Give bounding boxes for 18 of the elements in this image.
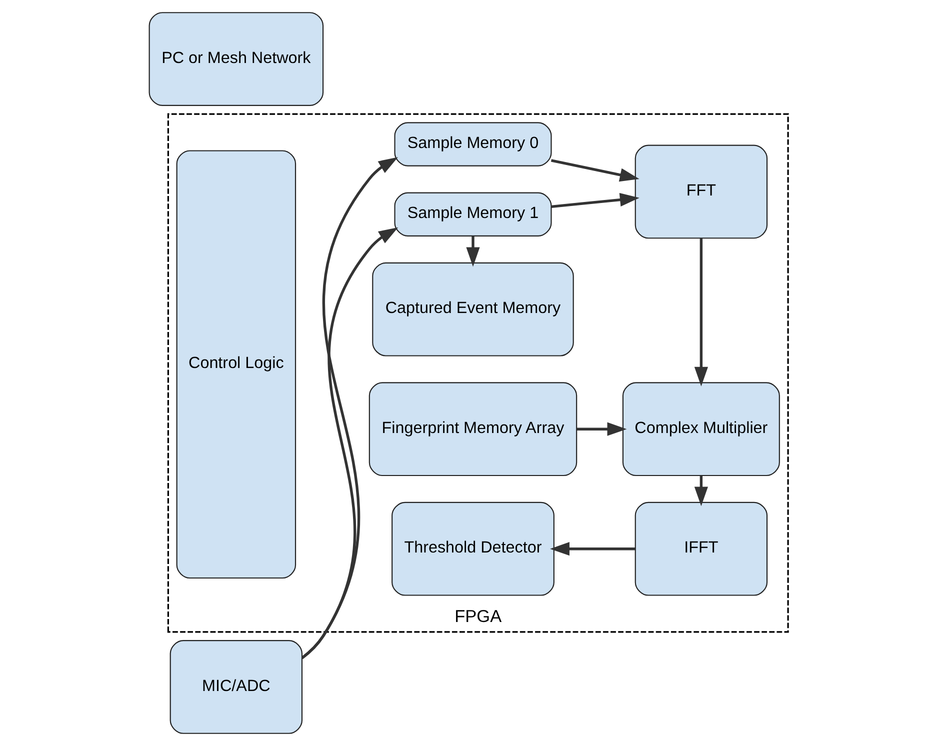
node-box: Sample Memory 0: [394, 122, 552, 166]
node-box: Threshold Detector: [391, 502, 554, 596]
arrow: [694, 476, 708, 506]
node-box: Complex Multiplier: [622, 382, 780, 476]
node-box: PC or Mesh Network: [148, 12, 324, 106]
node-box: Control Logic: [176, 150, 296, 579]
node-box: Captured Event Memory: [372, 262, 574, 356]
node-box: IFFT: [634, 502, 768, 596]
arrow: [576, 422, 626, 436]
arrow: [694, 238, 708, 386]
node-box: Fingerprint Memory Array: [368, 382, 577, 476]
arrow: [550, 159, 639, 182]
arrow: [550, 542, 635, 556]
node-box: MIC/ADC: [169, 640, 302, 734]
node-box: FFT: [634, 144, 768, 239]
node-box: Sample Memory 1: [394, 192, 552, 237]
arrow: [550, 192, 639, 208]
arrow: [466, 236, 480, 267]
